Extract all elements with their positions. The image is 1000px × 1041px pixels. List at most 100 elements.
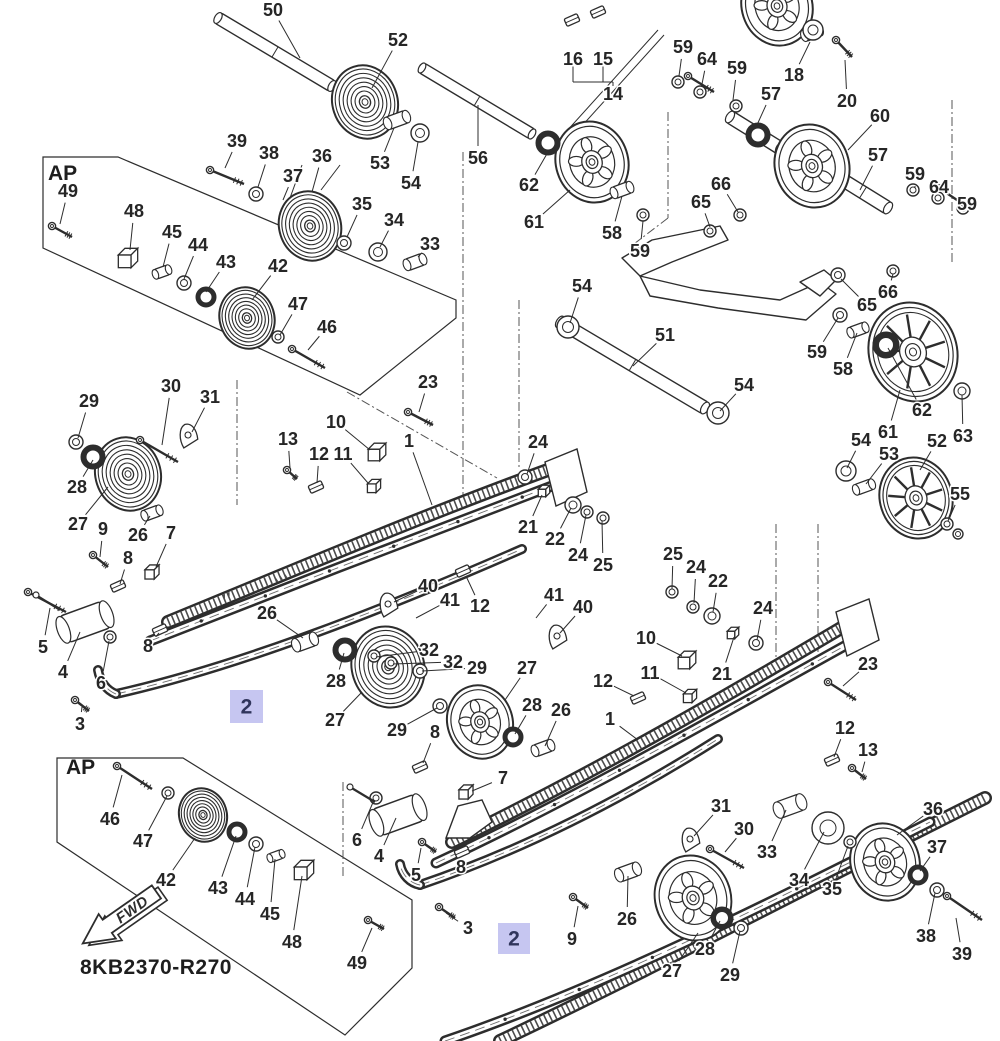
callout-4: 4	[58, 662, 68, 682]
wheel-spoke	[920, 471, 931, 490]
callout-12: 12	[593, 671, 613, 691]
bolt-thread	[848, 693, 854, 700]
callout-66: 66	[878, 282, 898, 302]
leader-line	[257, 164, 266, 188]
callout-32: 32	[443, 652, 463, 672]
bolt-thread	[140, 779, 145, 786]
bolt-head-hex	[73, 698, 77, 702]
washer-ring	[580, 505, 594, 519]
bolt-head-hex	[138, 438, 142, 442]
bolt-head-hex	[945, 894, 949, 898]
leader-line	[346, 214, 358, 238]
leader-line	[526, 453, 535, 475]
callout-53: 53	[879, 444, 899, 464]
leader-line	[85, 486, 109, 515]
washer-bore	[955, 531, 961, 537]
leader-line	[412, 141, 419, 172]
washer-ring	[952, 528, 964, 540]
callout-10: 10	[326, 412, 346, 432]
bolt-head	[135, 435, 145, 445]
callout-28: 28	[695, 939, 715, 959]
bolt-head-hex	[420, 840, 424, 844]
callout-46: 46	[317, 317, 337, 337]
callout-54: 54	[401, 173, 421, 193]
wheel-spoke	[918, 320, 931, 342]
washer-ring	[832, 307, 848, 323]
shock-rod	[349, 786, 376, 803]
callout-4: 4	[374, 846, 384, 866]
callout-37: 37	[927, 837, 947, 857]
leader-line	[183, 255, 194, 280]
leader-line	[67, 631, 81, 662]
washer-bore	[164, 789, 172, 797]
mount-plate	[681, 827, 701, 853]
wheel-spoke	[924, 340, 946, 350]
bolt-shank	[709, 847, 745, 870]
callout-57: 57	[868, 145, 888, 165]
highlighted-callout-2[interactable]: 2	[508, 928, 520, 951]
washer-ring	[336, 235, 352, 251]
bolt-head-hex	[208, 168, 212, 172]
callout-8: 8	[430, 722, 440, 742]
rail-rivet-hole	[456, 519, 460, 524]
leader-line	[693, 578, 696, 604]
highlighted-part-box[interactable]	[498, 923, 530, 954]
callout-55: 55	[950, 484, 970, 504]
callout-20: 20	[837, 91, 857, 111]
callout-26: 26	[617, 909, 637, 929]
washer-bore	[180, 279, 188, 287]
washer-bore	[696, 88, 704, 96]
washer-ring	[729, 99, 743, 113]
callout-27: 27	[662, 961, 682, 981]
washer-bore	[106, 633, 114, 641]
bolt-thread	[977, 915, 982, 921]
bolt-head-hex	[366, 918, 370, 922]
washer-bore	[252, 190, 260, 198]
bolt-shank	[946, 895, 983, 921]
highlighted-callout-2[interactable]: 2	[241, 696, 253, 719]
callout-5: 5	[38, 637, 48, 657]
leader-line	[896, 815, 924, 836]
callout-38: 38	[916, 926, 936, 946]
washer-ring	[564, 496, 582, 514]
callout-26: 26	[128, 525, 148, 545]
bolt-thread	[64, 231, 69, 237]
leader-line	[671, 565, 674, 590]
callout-29: 29	[79, 391, 99, 411]
washer-bore	[340, 239, 348, 247]
callout-3: 3	[463, 918, 473, 938]
leader-line	[678, 932, 699, 962]
shock-absorber	[346, 783, 428, 837]
bolt-head	[823, 677, 833, 687]
mount-plate	[548, 624, 568, 650]
bushing	[402, 252, 428, 272]
bolt-head	[403, 407, 413, 417]
washer-bore	[639, 211, 647, 219]
washer-ring	[103, 630, 117, 644]
leader-line	[701, 70, 706, 85]
leader-line	[619, 725, 639, 741]
rail-seam	[435, 632, 869, 864]
washer-bore	[370, 652, 378, 660]
washer-ring	[369, 791, 383, 805]
leader-line	[418, 393, 426, 413]
callout-7: 7	[498, 768, 508, 788]
idler-wheel	[740, 0, 814, 47]
bolt-head-hex	[826, 680, 830, 684]
damper-block	[116, 246, 140, 270]
washer-ring	[733, 208, 747, 222]
bolt-head	[568, 892, 578, 902]
wheel-spoke	[925, 501, 943, 512]
washer-ring	[843, 835, 857, 849]
washer-bore	[436, 702, 444, 710]
washer-bore	[707, 611, 717, 621]
callout-58: 58	[833, 359, 853, 379]
leader-line	[338, 652, 345, 670]
track-clip	[307, 480, 325, 494]
bushing	[613, 861, 643, 883]
highlighted-part-box[interactable]	[230, 690, 263, 723]
bolt-thread	[313, 359, 318, 366]
bolt-thread	[450, 913, 455, 919]
leader-line	[383, 127, 395, 153]
